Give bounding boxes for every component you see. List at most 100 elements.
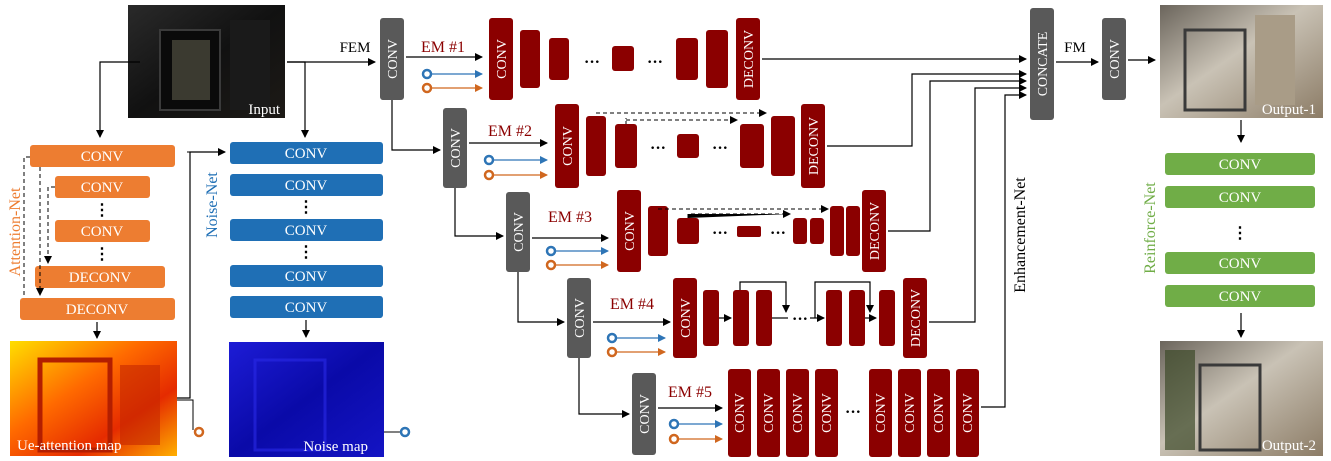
attention-net-label: Attention-Net [7,187,24,276]
attention-dots-1: ⋮ [94,202,110,219]
input-label: Input [248,102,280,118]
noise-conv-1 [230,142,383,164]
attention-conv-1 [30,145,175,167]
reinforce-conv-2 [1165,186,1315,208]
reinforce-conv-4-label: CONV [1219,289,1262,305]
output-2-image [1160,341,1323,456]
noise-conv-5 [230,296,383,318]
em-4: EM #4 CONV ··· DECONV [593,84,1027,358]
reinforce-net: CONV CONV ⋮ CONV CONV [1165,153,1315,307]
noise-conv-5-label: CONV [285,300,328,316]
input-to-attention-arrow [96,61,140,138]
em-3-label: EM #3 [548,209,592,226]
attention-conv-1-label: CONV [81,149,124,165]
svg-text:···: ··· [792,311,808,328]
reinforce-conv-4 [1165,285,1315,307]
em-1: EM #1 CONV ··· ··· DECONV [406,18,1027,100]
noise-conv-4 [230,265,383,287]
attention-deconv-2 [20,298,175,320]
input-to-noise-arrow [287,61,309,138]
attention-skip-3 [44,186,55,264]
svg-text:CONV: CONV [762,393,777,433]
svg-text:CONV: CONV [961,393,976,433]
noise-dots-1: ⋮ [298,199,314,216]
svg-text:CONV: CONV [733,393,748,433]
reinforce-dots: ⋮ [1232,225,1248,242]
output-1-label: Output-1 [1262,102,1316,118]
svg-text:CONV: CONV [623,211,638,251]
svg-text:CONV: CONV [820,393,835,433]
attention-deconv-1-label: DECONV [69,270,132,286]
reinforce-net-label: Reinforce-Net [1142,182,1159,274]
em-4-label: EM #4 [610,296,654,313]
concate-label: CONCATE [1036,32,1051,97]
noise-conv-3-label: CONV [285,223,328,239]
svg-text:CONV: CONV [791,393,806,433]
concate-block [1030,8,1054,120]
svg-text:CONV: CONV [932,393,947,433]
fm-label: FM [1064,40,1086,56]
em-5-label: EM #5 [668,384,712,401]
noise-net-label: Noise-Net [204,172,221,238]
svg-text:···: ··· [712,140,728,157]
fem-conv-1-label: CONV [386,39,401,79]
noise-map-image [229,342,384,457]
attention-dots-2: ⋮ [94,246,110,263]
fem-conv-5-label: CONV [638,394,653,434]
svg-text:···: ··· [584,54,600,71]
attention-conv-2-label: CONV [81,180,124,196]
em-5: EM #5 CONV CONV CONV CONV ··· CONV CONV … [658,91,1027,457]
output-1-image [1160,5,1323,118]
reinforce-conv-1 [1165,153,1315,175]
svg-text:···: ··· [647,54,663,71]
svg-text:···: ··· [650,140,666,157]
svg-text:···: ··· [845,404,861,421]
fm-conv-label: CONV [1108,39,1123,79]
fem-conv-2 [443,108,467,188]
em-1-label: EM #1 [421,39,465,56]
svg-text:···: ··· [712,225,728,242]
reinforce-conv-1-label: CONV [1219,157,1262,173]
attention-conv-3 [55,220,150,242]
attention-conv-2 [55,176,150,198]
fem-conv-4-label: CONV [573,298,588,338]
svg-text:CONV: CONV [561,126,576,166]
svg-text:CONV: CONV [903,393,918,433]
svg-text:DECONV: DECONV [909,289,924,347]
attention-skip-2 [23,156,30,295]
noise-net: CONV CONV ⋮ CONV ⋮ CONV CONV [230,142,383,338]
enhancement-net-label: Enhancement-Net [1012,177,1029,293]
fem-conv-1 [380,18,404,100]
attention-deconv-2-label: DECONV [66,302,129,318]
attention-map-marker [193,426,205,438]
attention-map-image [10,341,177,456]
noise-conv-2 [230,174,383,196]
attention-deconv-1 [35,266,165,288]
em-2: EM #2 CONV ··· ··· DECONV [469,70,1027,188]
reinforce-conv-2-label: CONV [1219,190,1262,206]
fm-conv [1102,18,1126,100]
noise-conv-3 [230,219,383,241]
noise-conv-1-label: CONV [285,146,328,162]
noise-dots-2: ⋮ [298,244,314,261]
fem-conv-4 [567,278,591,358]
svg-text:DECONV: DECONV [742,30,757,88]
em-3: EM #3 CONV ··· ··· DECONV [532,77,1027,272]
fem-convs: CONV CONV CONV CONV CONV [380,18,656,455]
fem-conv-5 [632,373,656,455]
em-2-label: EM #2 [488,123,532,140]
attention-map-to-noise-arrow [177,148,226,399]
noise-map-marker [399,426,411,438]
reinforce-conv-3 [1165,252,1315,274]
svg-text:CONV: CONV [679,298,694,338]
svg-text:···: ··· [770,225,786,242]
noise-map-label: Noise map [303,439,368,455]
svg-text:CONV: CONV [495,39,510,79]
fem-label: FEM [340,40,371,56]
fem-conv-3 [506,192,530,272]
fem-conv-3-label: CONV [512,212,527,252]
fem-conv-2-label: CONV [449,128,464,168]
noise-conv-2-label: CONV [285,178,328,194]
reinforce-conv-3-label: CONV [1219,256,1262,272]
output-2-label: Output-2 [1262,438,1316,454]
